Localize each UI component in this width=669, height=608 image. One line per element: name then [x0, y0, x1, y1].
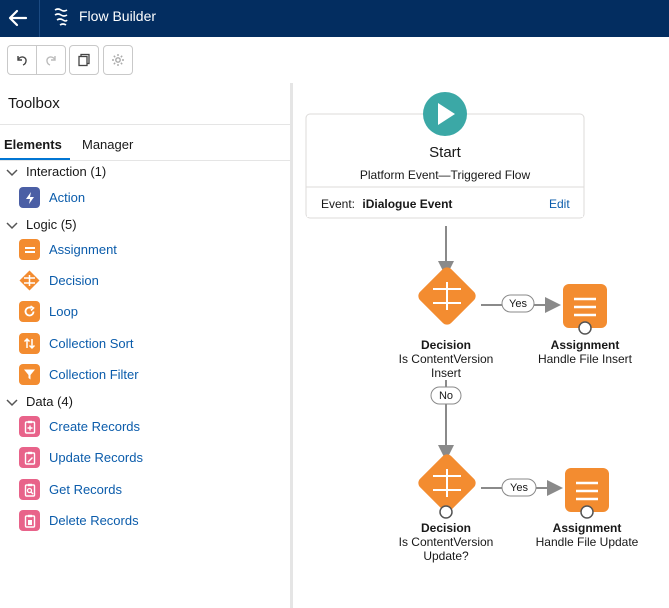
- assignment-1-label: Assignment Handle File Insert: [520, 338, 650, 366]
- lightning-icon: [19, 187, 40, 208]
- panel-resize-divider[interactable]: [290, 83, 293, 608]
- chevron-down-icon: [6, 169, 18, 176]
- item-label: Action: [49, 190, 86, 205]
- assignment-2-node[interactable]: [565, 468, 609, 519]
- loop-icon: [19, 301, 40, 322]
- yes-pill-1: [501, 294, 535, 313]
- event-value: iDialogue Event: [362, 197, 453, 211]
- app-title: Flow Builder: [79, 8, 157, 24]
- item-label: Decision: [49, 273, 99, 288]
- top-bar: Flow Builder: [0, 0, 669, 37]
- toolbox-item-delete-records[interactable]: Delete Records: [19, 510, 139, 531]
- toolbox-item-get-records[interactable]: Get Records: [19, 479, 122, 500]
- section-label: Data (4): [26, 394, 73, 409]
- undo-button[interactable]: [8, 46, 36, 74]
- decision-2-name-line2: Update?: [423, 549, 469, 563]
- decision-1-label: Decision Is ContentVersion Insert: [376, 338, 516, 380]
- copy-icon: [78, 53, 90, 67]
- flow-logo-icon: [54, 8, 68, 26]
- gear-icon: [112, 54, 124, 66]
- tab-manager[interactable]: Manager: [82, 137, 134, 152]
- toolbox-panel: Toolbox Elements Manager Interaction (1)…: [0, 83, 290, 608]
- copy-group: [69, 45, 99, 75]
- item-label: Delete Records: [49, 513, 139, 528]
- back-arrow-icon[interactable]: [6, 6, 30, 30]
- item-label: Collection Sort: [49, 336, 134, 351]
- toolbox-item-collection-sort[interactable]: Collection Sort: [19, 333, 134, 354]
- decision-1-name-line1: Is ContentVersion: [398, 352, 494, 366]
- decision-1-type: Decision: [420, 338, 471, 352]
- start-play-icon: [423, 92, 467, 136]
- header-separator: [39, 0, 40, 37]
- assignment-2-name: Handle File Update: [535, 535, 639, 549]
- section-logic[interactable]: Logic (5): [6, 217, 77, 232]
- section-label: Logic (5): [26, 217, 77, 232]
- section-label: Interaction (1): [26, 164, 107, 179]
- yes-label-2[interactable]: Yes: [510, 482, 528, 494]
- undo-redo-group: [7, 45, 66, 75]
- flow-canvas[interactable]: Start Platform Event—Triggered Flow Even…: [293, 83, 669, 608]
- decision-2-node[interactable]: [416, 452, 478, 519]
- settings-button[interactable]: [104, 46, 132, 74]
- toolbar: [0, 37, 669, 84]
- copy-button[interactable]: [70, 46, 98, 74]
- toolbox-item-decision[interactable]: Decision: [19, 270, 99, 291]
- toolbox-item-action[interactable]: Action: [19, 187, 85, 208]
- item-label: Get Records: [49, 482, 122, 497]
- filter-icon: [19, 364, 40, 385]
- assignment-2-label: Assignment Handle File Update: [522, 521, 652, 549]
- item-label: Update Records: [49, 450, 143, 465]
- record-lookup-icon: [19, 479, 40, 500]
- item-label: Collection Filter: [49, 367, 139, 382]
- toolbox-divider: [0, 124, 290, 125]
- item-label: Loop: [49, 304, 78, 319]
- edit-link[interactable]: Edit: [549, 197, 570, 211]
- section-data[interactable]: Data (4): [6, 394, 73, 409]
- flow-connectors: [305, 92, 609, 519]
- toolbox-item-create-records[interactable]: Create Records: [19, 416, 140, 437]
- active-tab-indicator: [0, 158, 70, 161]
- record-update-icon: [19, 447, 40, 468]
- decision-2-name-line1: Is ContentVersion: [398, 535, 494, 549]
- section-interaction[interactable]: Interaction (1): [6, 164, 106, 179]
- sort-icon: [19, 333, 40, 354]
- toolbox-item-collection-filter[interactable]: Collection Filter: [19, 364, 139, 385]
- event-label: Event: iDialogue Event: [321, 197, 452, 211]
- toolbox-item-update-records[interactable]: Update Records: [19, 447, 143, 468]
- settings-group: [103, 45, 133, 75]
- assignment-1-node[interactable]: [563, 284, 607, 335]
- decision-icon: [19, 270, 40, 291]
- record-create-icon: [19, 416, 40, 437]
- item-label: Assignment: [49, 242, 117, 257]
- assignment-1-name: Handle File Insert: [537, 352, 633, 366]
- toolbox-item-assignment[interactable]: Assignment: [19, 239, 117, 260]
- tabs-divider: [0, 160, 290, 161]
- decision-1-node[interactable]: [416, 265, 478, 327]
- assignment-2-type: Assignment: [552, 521, 622, 535]
- tab-elements[interactable]: Elements: [4, 137, 62, 152]
- undo-icon: [17, 56, 27, 66]
- start-subtitle: Platform Event—Triggered Flow: [359, 168, 531, 182]
- redo-icon: [46, 56, 56, 66]
- record-delete-icon: [19, 510, 40, 531]
- redo-button[interactable]: [36, 46, 65, 74]
- start-title: Start: [429, 144, 461, 161]
- yes-label-1[interactable]: Yes: [509, 298, 527, 310]
- assignment-icon: [19, 239, 40, 260]
- no-pill: [430, 386, 462, 405]
- decision-1-name-line2: Insert: [430, 366, 461, 380]
- event-key: Event:: [321, 197, 356, 211]
- chevron-down-icon: [6, 222, 18, 229]
- assignment-1-type: Assignment: [550, 338, 620, 352]
- no-label[interactable]: No: [438, 390, 454, 402]
- yes-pill-2: [501, 478, 537, 497]
- chevron-down-icon: [6, 399, 18, 406]
- item-label: Create Records: [49, 419, 141, 434]
- decision-2-type: Decision: [420, 521, 471, 535]
- toolbox-item-loop[interactable]: Loop: [19, 301, 78, 322]
- toolbox-title: Toolbox: [8, 95, 60, 112]
- decision-2-label: Decision Is ContentVersion Update?: [376, 521, 516, 563]
